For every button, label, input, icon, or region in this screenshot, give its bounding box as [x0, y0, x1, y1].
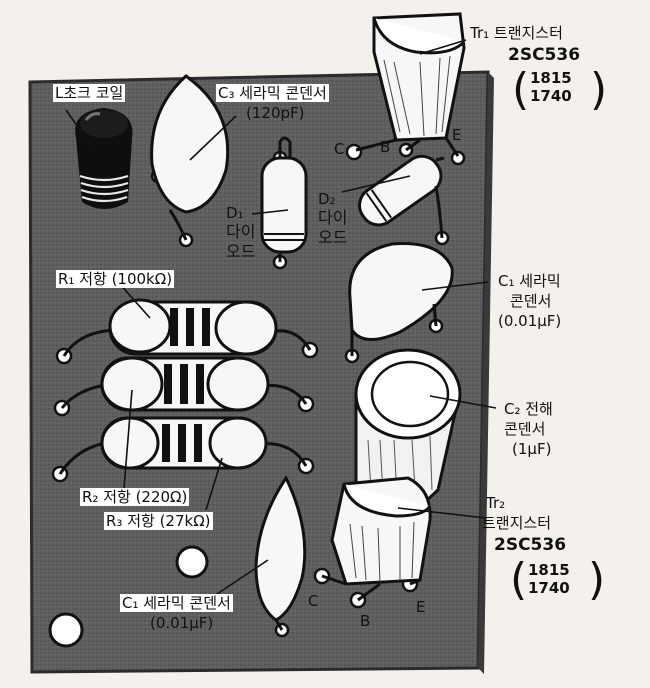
- label-tr1-alt2: 1740: [530, 87, 572, 105]
- pcb-board-edge: [478, 72, 494, 674]
- diode-d2: [358, 154, 445, 239]
- label-c1-bottom-value: (0.01μF): [150, 614, 214, 632]
- label-tr1-alt1: 1815: [530, 69, 572, 87]
- choke-coil: [75, 108, 133, 209]
- label-tr2-e: E: [416, 598, 426, 616]
- label-tr2-b: B: [360, 612, 371, 630]
- mounting-hole-top: [175, 545, 209, 579]
- label-tr2-name: Tr₂: [486, 494, 506, 512]
- label-r2: R₂ 저항 (220Ω): [80, 488, 190, 506]
- label-d1-text: 다이오드: [226, 222, 256, 261]
- label-l-choke-coil: L초크 코일: [53, 84, 126, 102]
- resistor-r1: [62, 298, 312, 357]
- label-c3: C₃ 세라믹 콘덴서: [216, 84, 329, 102]
- label-c2-line1: C₂ 전해: [504, 400, 553, 418]
- capacitor-c1-top: [348, 242, 454, 356]
- label-tr2-alt1: 1815: [528, 561, 570, 579]
- label-c1-top-value: (0.01μF): [498, 312, 562, 330]
- label-tr2-text: 트랜지스터: [482, 514, 552, 532]
- capacitor-c1-bottom: [254, 474, 307, 631]
- transistor-tr2: [321, 476, 432, 602]
- resistor-r2: [60, 356, 308, 412]
- label-c1-top-line1: C₁ 세라믹: [498, 272, 561, 290]
- label-tr1-name: Tr₁ 트랜지스터: [470, 24, 563, 42]
- label-tr2-part: 2SC536: [494, 535, 567, 555]
- label-tr1-c: C: [334, 140, 345, 158]
- mounting-hole-bottom: [48, 612, 84, 648]
- label-tr2-alt2: 1740: [528, 579, 570, 597]
- label-c1-bottom-line1: C₁ 세라믹 콘덴서: [120, 594, 233, 612]
- transistor-tr1: [355, 12, 466, 157]
- label-c3-value: (120pF): [246, 104, 305, 122]
- label-c2-value: (1μF): [512, 440, 552, 458]
- label-d2-name: D₂: [318, 190, 336, 208]
- label-tr1-b: B: [380, 138, 391, 156]
- label-c2-line2: 콘덴서: [504, 420, 546, 438]
- tr1-paren-right: ): [590, 64, 608, 115]
- tr2-paren-left: (: [510, 554, 528, 605]
- capacitor-c3: [150, 74, 230, 241]
- tr2-paren-right: ): [588, 554, 606, 605]
- label-d2-text: 다이오드: [318, 208, 348, 247]
- label-tr2-c: C: [308, 592, 319, 610]
- label-c1-top-line2: 콘덴서: [510, 292, 552, 310]
- resistor-r3: [58, 416, 308, 475]
- diode-d1: [260, 136, 308, 262]
- label-r1: R₁ 저항 (100kΩ): [56, 270, 175, 288]
- tr1-paren-left: (: [512, 64, 530, 115]
- label-r3: R₃ 저항 (27kΩ): [104, 512, 213, 530]
- label-tr1-part: 2SC536: [508, 45, 581, 65]
- label-d1-name: D₁: [226, 204, 244, 222]
- label-tr1-e: E: [452, 126, 462, 144]
